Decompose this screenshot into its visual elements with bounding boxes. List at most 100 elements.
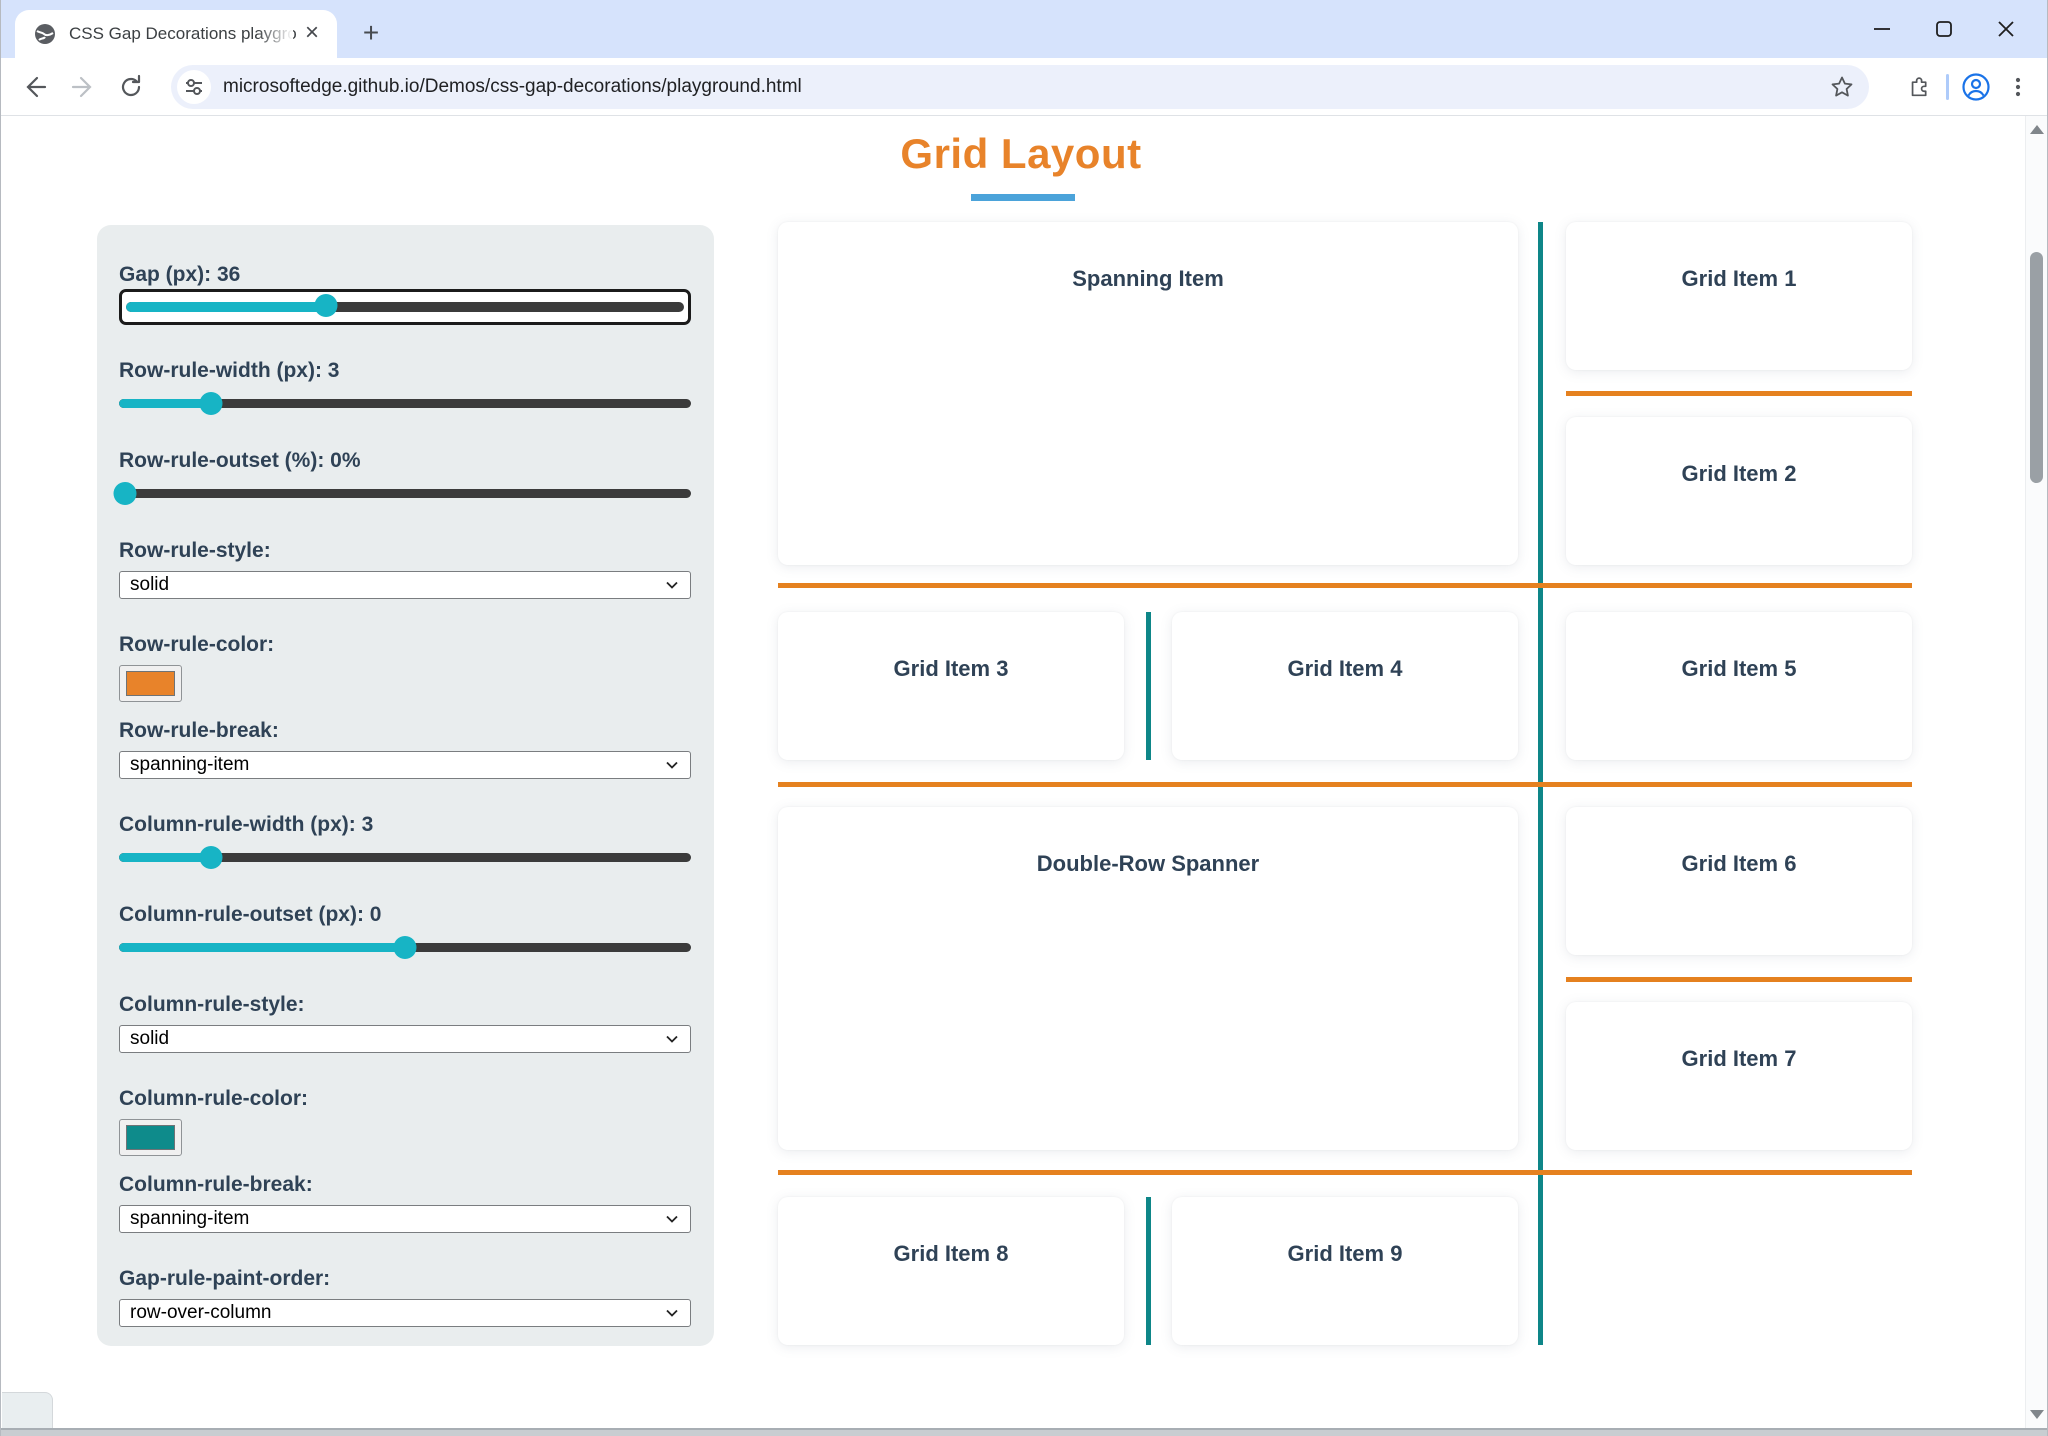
grid-card-item-2: Grid Item 2 <box>1566 417 1912 565</box>
column-rule-outset-label: Column-rule-outset (px): 0 <box>119 903 382 926</box>
select-value: solid <box>130 1028 170 1049</box>
grid-card-item-6: Grid Item 6 <box>1566 807 1912 955</box>
page-content: Grid Layout Gap (px): 36 Row-rule-width … <box>1 116 2047 1428</box>
row-rule-color-picker[interactable] <box>119 665 182 702</box>
grid-card-item-4: Grid Item 4 <box>1172 612 1518 760</box>
bookmark-button[interactable] <box>1825 70 1859 104</box>
vertical-scrollbar[interactable] <box>2025 116 2047 1428</box>
slider-track[interactable] <box>119 853 691 862</box>
toolbar-divider <box>1 115 2047 116</box>
slider-fill <box>119 853 211 862</box>
controls-panel: Gap (px): 36 Row-rule-width (px): 3 Row-… <box>97 225 714 1346</box>
row-rule-break-select[interactable]: spanning-item <box>119 751 691 779</box>
color-swatch <box>126 671 175 696</box>
slider-fill <box>119 943 405 952</box>
tune-icon <box>186 79 202 95</box>
close-window-button[interactable] <box>1975 0 2037 58</box>
grid-card-item-5: Grid Item 5 <box>1566 612 1912 760</box>
close-icon <box>1998 21 2014 37</box>
minimize-button[interactable] <box>1851 0 1913 58</box>
tab-title: CSS Gap Decorations playgroun <box>69 24 297 43</box>
bookmark-star-icon <box>1831 76 1853 97</box>
back-icon <box>26 76 47 98</box>
slider-thumb[interactable] <box>199 846 223 869</box>
url-text[interactable]: microsoftedge.github.io/Demos/css-gap-de… <box>223 76 802 97</box>
toolbar-right <box>1898 65 2039 109</box>
status-bubble <box>2 1392 53 1428</box>
row-rule-outset-slider[interactable] <box>113 481 691 505</box>
browser-menu-button[interactable] <box>1997 66 2039 108</box>
row-rule-style-select[interactable]: solid <box>119 571 691 599</box>
column-rule-color-picker[interactable] <box>119 1119 182 1156</box>
row-rule-break-label: Row-rule-break: <box>119 719 279 742</box>
grid-card-item-8: Grid Item 8 <box>778 1197 1124 1345</box>
slider-thumb[interactable] <box>113 482 137 505</box>
chevron-down-icon <box>666 761 678 769</box>
globe-favicon-icon <box>35 24 55 44</box>
slider-thumb[interactable] <box>314 294 338 317</box>
address-bar[interactable]: microsoftedge.github.io/Demos/css-gap-de… <box>171 65 1869 109</box>
tab-strip: CSS Gap Decorations playgroun × + <box>1 0 2047 62</box>
title-underline <box>971 194 1075 201</box>
grid-card-double-row-spanner: Double-Row Spanner <box>778 807 1518 1150</box>
kebab-menu-icon <box>2015 77 2021 97</box>
forward-icon <box>71 76 92 98</box>
row-rule-outset-label: Row-rule-outset (%): 0% <box>119 449 361 472</box>
reload-button[interactable] <box>107 63 155 111</box>
back-button[interactable] <box>11 63 59 111</box>
slider-thumb[interactable] <box>199 392 223 415</box>
site-settings-button[interactable] <box>177 70 211 104</box>
slider-track[interactable] <box>126 302 684 312</box>
browser-toolbar: microsoftedge.github.io/Demos/css-gap-de… <box>1 58 2047 116</box>
tab-title-fade <box>257 22 293 62</box>
row-rule-style-label: Row-rule-style: <box>119 539 271 562</box>
profile-avatar-icon <box>1962 73 1990 101</box>
select-value: solid <box>130 574 170 595</box>
grid-card-spanning-item: Spanning Item <box>778 222 1518 565</box>
new-tab-button[interactable]: + <box>362 17 380 48</box>
row-rule-color-label: Row-rule-color: <box>119 633 275 656</box>
column-rule-style-select[interactable]: solid <box>119 1025 691 1053</box>
extensions-button[interactable] <box>1898 66 1940 108</box>
grid-card-item-9: Grid Item 9 <box>1172 1197 1518 1345</box>
column-rule-outset-slider[interactable] <box>119 935 691 959</box>
chevron-down-icon <box>666 1309 678 1317</box>
slider-track[interactable] <box>119 489 691 498</box>
minimize-icon <box>1874 28 1890 30</box>
row-rule <box>778 1170 1912 1175</box>
column-rule-style-label: Column-rule-style: <box>119 993 305 1016</box>
column-rule-width-slider[interactable] <box>119 845 691 869</box>
chevron-down-icon <box>666 1035 678 1043</box>
tab-css-gap-decorations[interactable]: CSS Gap Decorations playgroun × <box>15 10 337 62</box>
slider-thumb[interactable] <box>393 936 417 959</box>
profile-button[interactable] <box>1955 66 1997 108</box>
gap-slider[interactable] <box>119 289 691 325</box>
gap-rule-paint-order-select[interactable]: row-over-column <box>119 1299 691 1327</box>
column-rule <box>1146 612 1151 760</box>
slider-fill <box>126 302 327 312</box>
tab-close-icon[interactable]: × <box>304 19 319 46</box>
column-rule <box>1146 1197 1151 1345</box>
maximize-icon <box>1936 21 1952 37</box>
demo-grid: Spanning Item Grid Item 1 Grid Item 2 Gr… <box>778 222 1912 1345</box>
toolbar-separator <box>1946 74 1949 100</box>
column-rule-break-label: Column-rule-break: <box>119 1173 313 1196</box>
column-rule-width-label: Column-rule-width (px): 3 <box>119 813 374 836</box>
row-rule <box>778 583 1912 588</box>
row-rule <box>778 782 1912 787</box>
scrollbar-thumb[interactable] <box>2030 252 2043 483</box>
select-value: spanning-item <box>130 754 250 775</box>
column-rule-color-label: Column-rule-color: <box>119 1087 308 1110</box>
row-rule-width-label: Row-rule-width (px): 3 <box>119 359 340 382</box>
maximize-button[interactable] <box>1913 0 1975 58</box>
row-rule-width-slider[interactable] <box>119 391 691 415</box>
forward-button[interactable] <box>59 63 107 111</box>
grid-card-item-3: Grid Item 3 <box>778 612 1124 760</box>
reload-icon <box>121 74 141 97</box>
scroll-down-arrow-icon[interactable] <box>2030 1410 2044 1419</box>
slider-fill <box>119 399 211 408</box>
slider-track[interactable] <box>119 399 691 408</box>
column-rule-break-select[interactable]: spanning-item <box>119 1205 691 1233</box>
scroll-up-arrow-icon[interactable] <box>2030 125 2044 134</box>
row-rule <box>1566 391 1912 396</box>
